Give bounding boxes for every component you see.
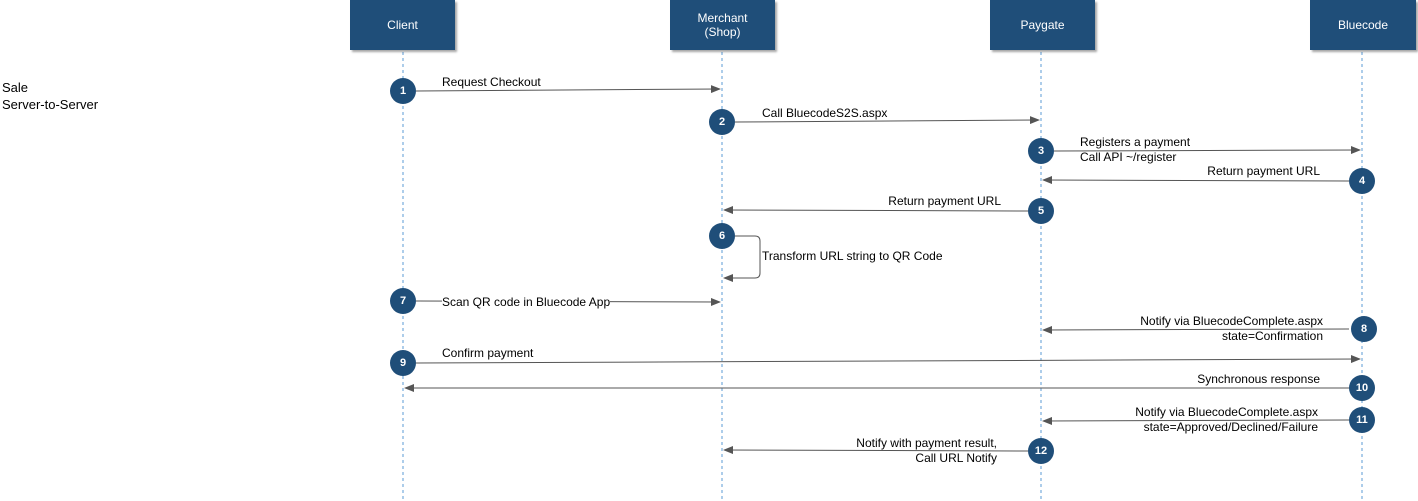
actor-merchant-label: Merchant (Shop) xyxy=(697,11,748,39)
arrow-8 xyxy=(1042,325,1350,334)
arrow-6 xyxy=(723,235,761,282)
step-badge-8: 8 xyxy=(1351,316,1377,342)
title-line-1: Sale xyxy=(2,80,29,95)
diagram-title: Sale Server-to-Server xyxy=(2,79,98,113)
message-4-label: Return payment URL xyxy=(1207,164,1320,178)
message-11-label-line2: state=Approved/Declined/Failure xyxy=(1143,420,1318,434)
actor-paygate-label: Paygate xyxy=(1020,18,1065,32)
step-badge-7: 7 xyxy=(390,288,416,314)
actor-bluecode-label: Bluecode xyxy=(1337,18,1389,32)
step-badge-11: 11 xyxy=(1349,407,1375,433)
arrow-5 xyxy=(723,206,1029,215)
title-line-2: Server-to-Server xyxy=(2,97,99,112)
message-11-label-line1: Notify via BluecodeComplete.aspx xyxy=(1135,405,1318,419)
step-badge-12: 12 xyxy=(1028,438,1054,464)
actor-merchant: Merchant (Shop) xyxy=(670,0,775,50)
message-10-label: Synchronous response xyxy=(1197,372,1320,386)
step-badge-6: 6 xyxy=(709,223,735,249)
arrow-4 xyxy=(1042,176,1350,185)
actor-client: Client xyxy=(350,0,455,50)
step-badge-9: 9 xyxy=(390,350,416,376)
message-8-label-line1: Notify via BluecodeComplete.aspx xyxy=(1140,314,1323,328)
message-8-label-line2: state=Confirmation xyxy=(1221,329,1323,343)
arrow-1 xyxy=(415,85,721,94)
step-badge-5: 5 xyxy=(1028,198,1054,224)
arrow-2 xyxy=(734,116,1040,125)
actor-client-label: Client xyxy=(387,18,418,32)
step-badge-10: 10 xyxy=(1349,375,1375,401)
message-2-label: Call BluecodeS2S.aspx xyxy=(762,106,888,120)
step-badge-3: 3 xyxy=(1028,138,1054,164)
step-badge-2: 2 xyxy=(709,109,735,135)
arrow-3 xyxy=(1053,146,1361,155)
message-12-label-line1: Notify with payment result, xyxy=(856,436,997,450)
step-badge-4: 4 xyxy=(1349,168,1375,194)
message-5-label: Return payment URL xyxy=(888,194,1001,208)
message-12-label-line2: Call URL Notify xyxy=(915,451,997,465)
arrow-12 xyxy=(723,446,1029,455)
message-3-label-line2: Call API ~/register xyxy=(1080,150,1177,164)
message-7-label: Scan QR code in Bluecode App xyxy=(442,295,611,310)
message-6-label: Transform URL string to QR Code xyxy=(762,249,943,263)
message-1-label: Request Checkout xyxy=(442,75,541,89)
arrow-11 xyxy=(1042,416,1350,425)
actor-bluecode: Bluecode xyxy=(1310,0,1416,50)
arrow-9 xyxy=(415,355,1361,364)
message-3-label-line1: Registers a payment xyxy=(1080,135,1191,149)
message-9-label: Confirm payment xyxy=(442,346,534,360)
actor-paygate: Paygate xyxy=(990,0,1095,50)
step-badge-1: 1 xyxy=(390,78,416,104)
